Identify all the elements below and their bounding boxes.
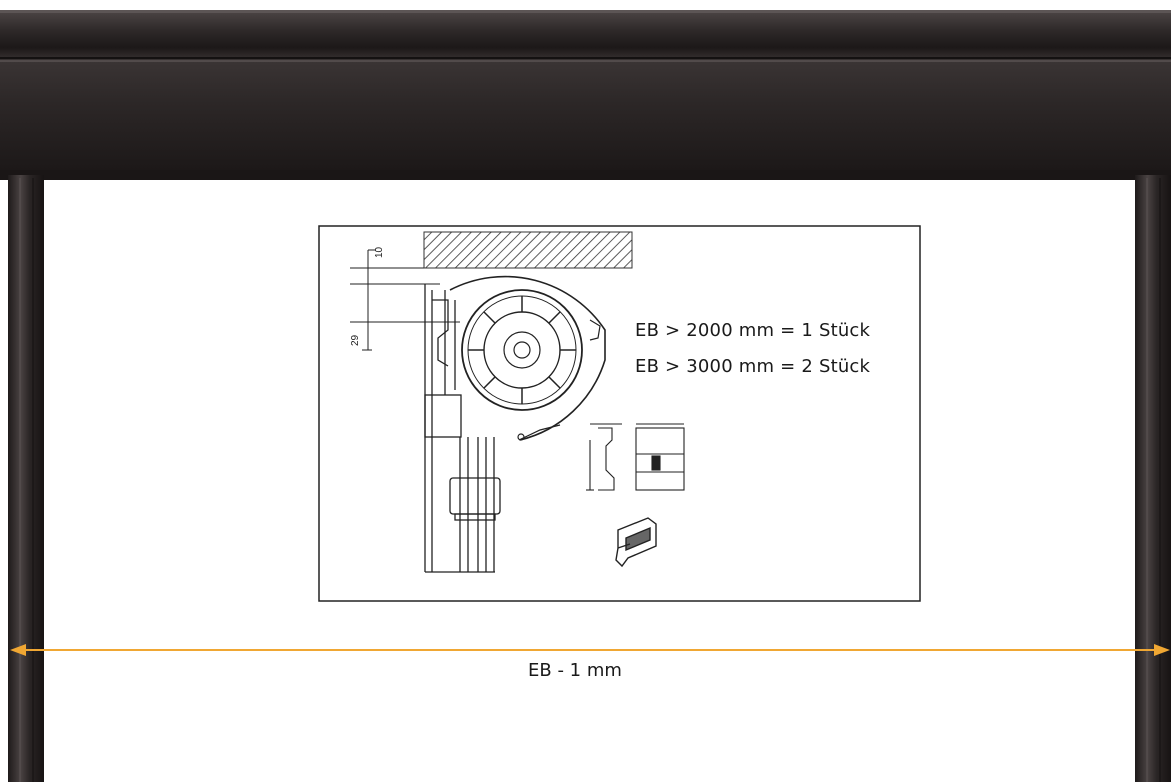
dimension-label-top: 10 xyxy=(374,246,385,258)
slat-profile-detail xyxy=(586,423,685,491)
rule-text-1: EB > 2000 mm = 1 Stück xyxy=(635,320,871,341)
width-dimension-line xyxy=(10,644,1170,656)
shutter-box xyxy=(0,10,1171,180)
left-guide-rail xyxy=(8,175,44,782)
width-label: EB - 1 mm xyxy=(528,660,622,681)
rule-text-2: EB > 3000 mm = 2 Stück xyxy=(635,356,871,377)
slat-clip-icon xyxy=(615,517,657,568)
shutter-drum xyxy=(449,275,606,441)
window-frame-profile xyxy=(424,284,501,573)
technical-drawing-panel xyxy=(318,225,921,602)
lintel-hatch xyxy=(423,231,633,269)
right-guide-rail xyxy=(1135,175,1171,782)
dimension-label-side: 29 xyxy=(350,334,361,346)
